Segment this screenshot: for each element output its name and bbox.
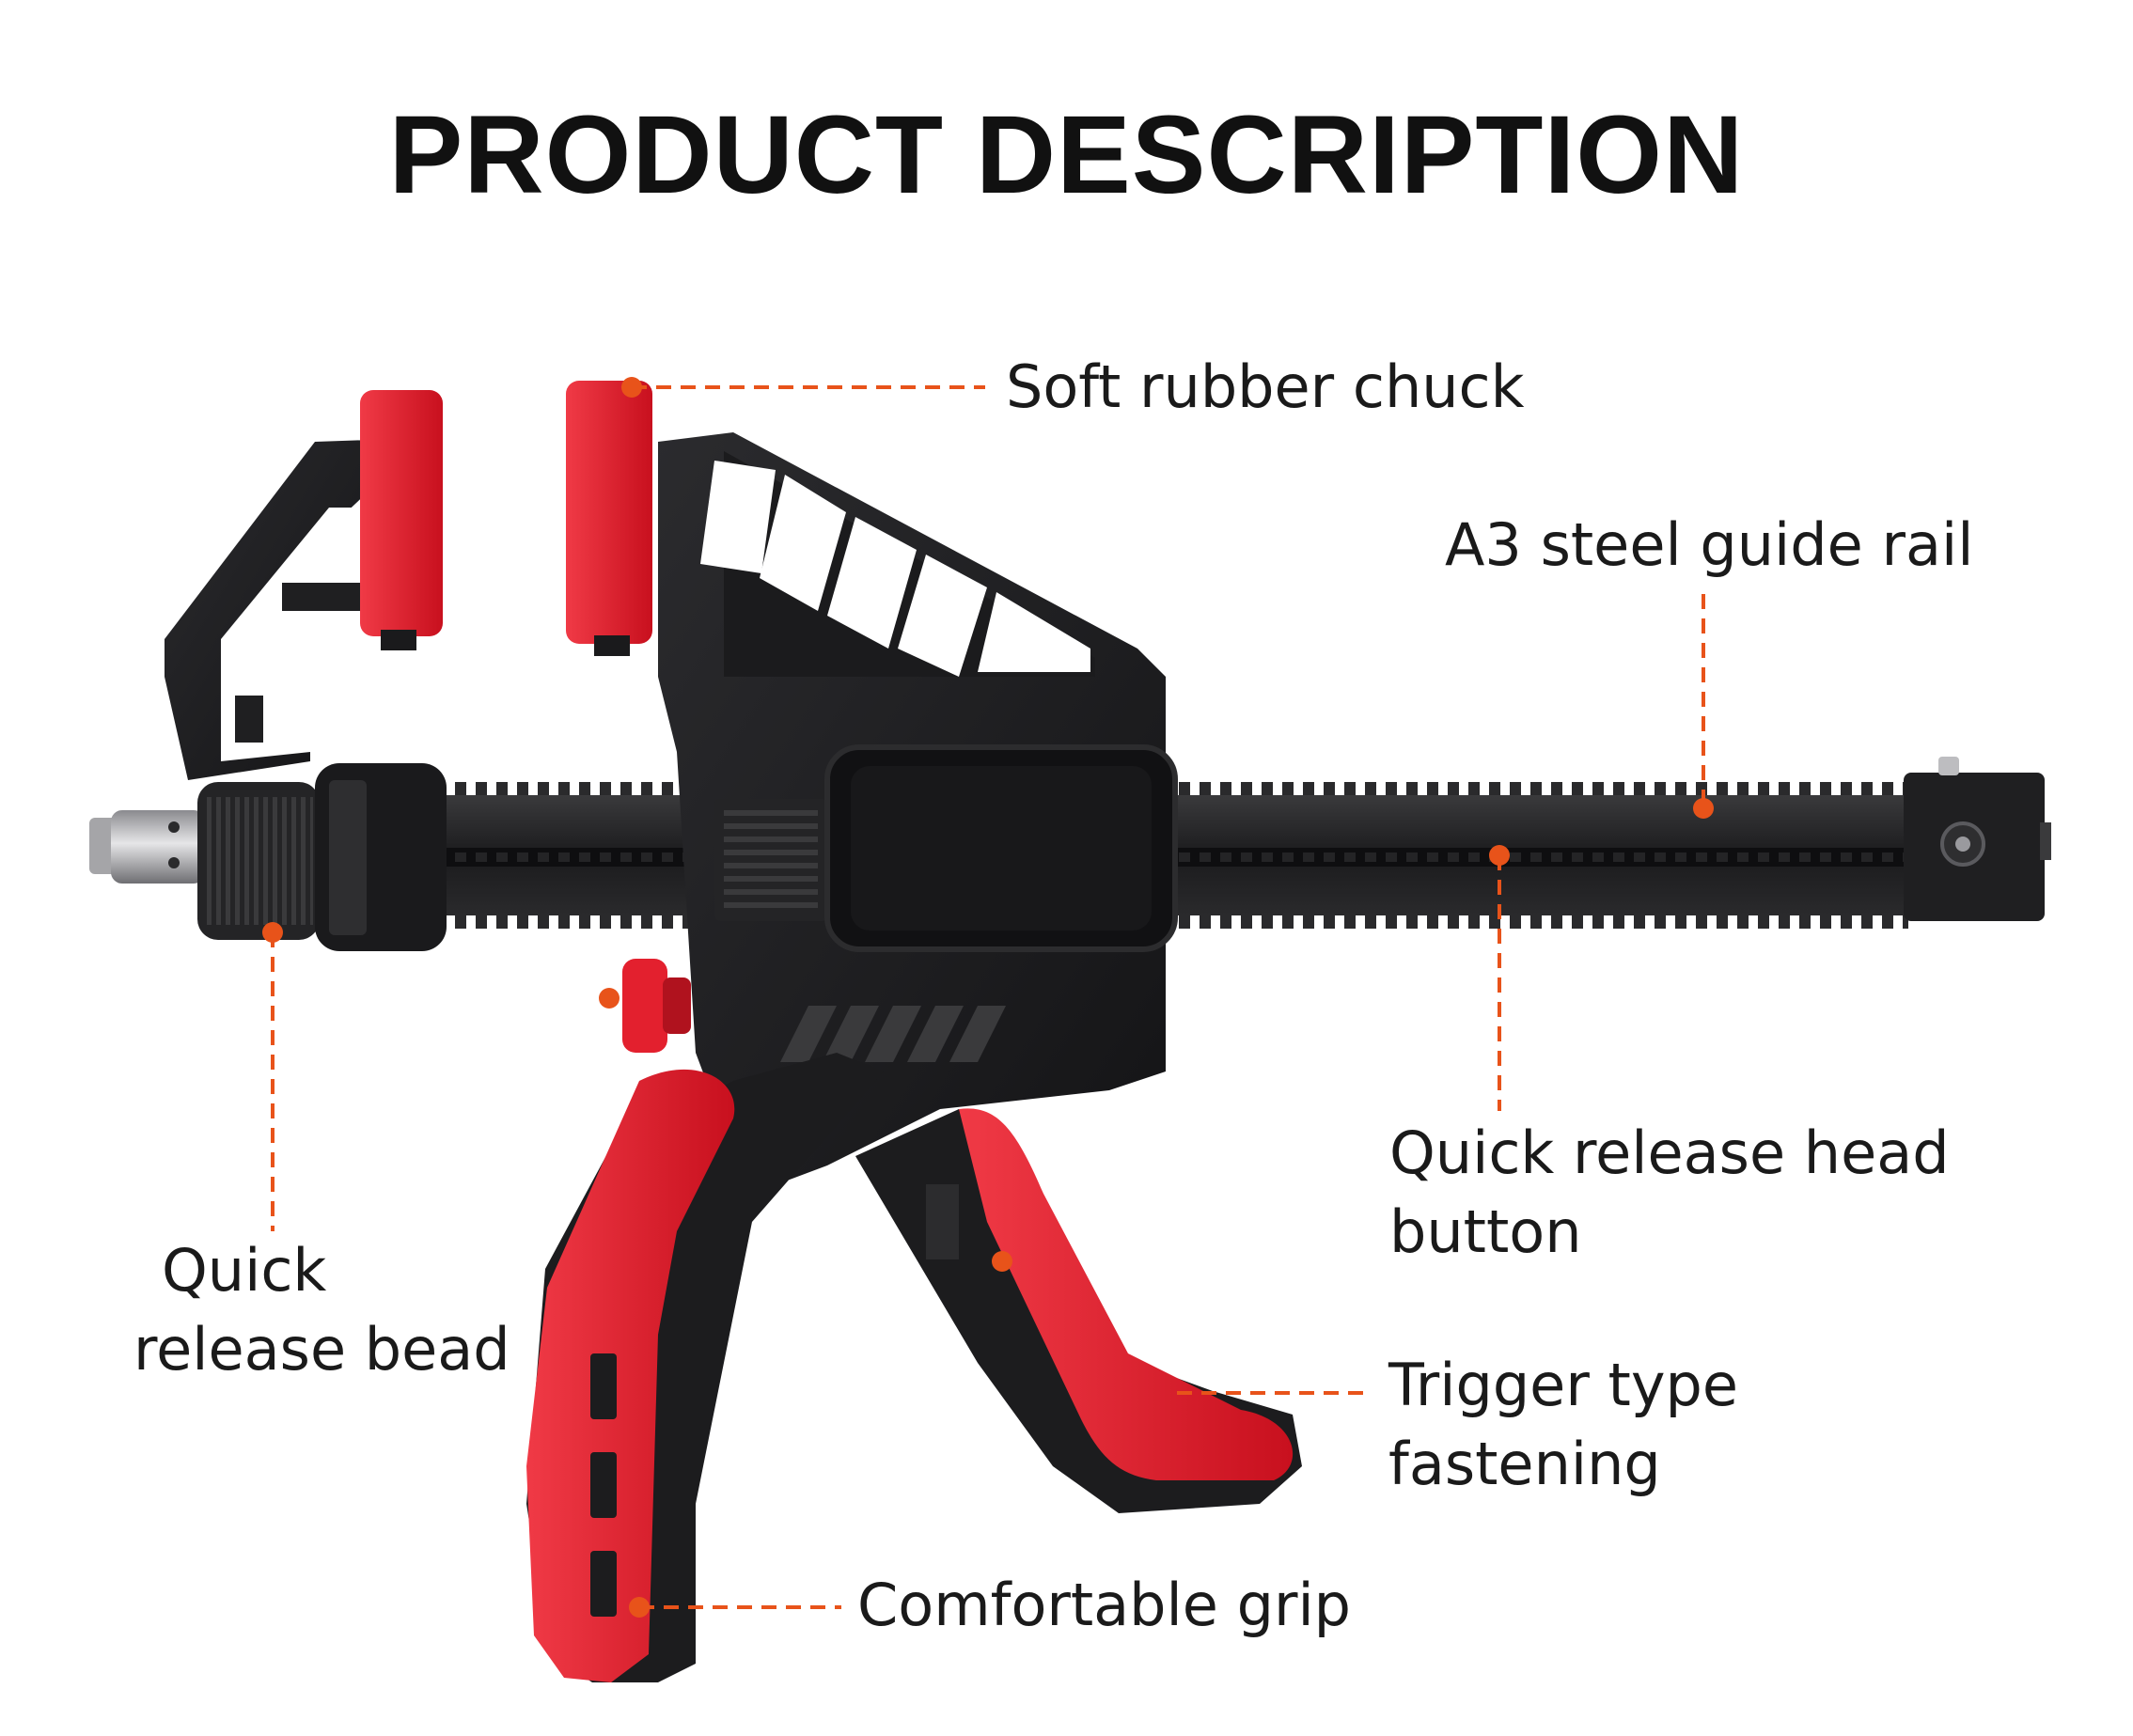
callout-release-bead-line2: release bead bbox=[133, 1315, 510, 1384]
callout-comfortable-grip: Comfortable grip bbox=[857, 1571, 1352, 1639]
callout-head-button-line2: button bbox=[1389, 1197, 1582, 1266]
page-title: PRODUCT DESCRIPTION bbox=[388, 93, 1745, 217]
head-release-knob bbox=[622, 959, 691, 1053]
quick-release-bead-assembly bbox=[89, 763, 447, 951]
callout-release-bead-line1: Quick bbox=[162, 1236, 327, 1305]
pistol-grip bbox=[526, 1053, 884, 1682]
callout-trigger-line1: Trigger type bbox=[1388, 1351, 1739, 1419]
leader-dots bbox=[262, 377, 1714, 1618]
trigger-lever bbox=[855, 1108, 1302, 1513]
clamp-body bbox=[658, 432, 1178, 1194]
right-rubber-pad bbox=[566, 381, 652, 656]
callout-release-bead: Quick release bead bbox=[133, 1231, 510, 1389]
fixed-jaw bbox=[165, 440, 371, 780]
rail-end-cap bbox=[1904, 757, 2051, 921]
callout-trigger: Trigger type fastening bbox=[1388, 1346, 1738, 1504]
callout-head-button: Quick release head button bbox=[1389, 1114, 1950, 1272]
left-rubber-pad bbox=[360, 390, 443, 650]
leader-lines bbox=[271, 385, 1705, 1609]
callout-head-button-line1: Quick release head bbox=[1389, 1118, 1950, 1187]
callout-soft-rubber-chuck: Soft rubber chuck bbox=[1006, 352, 1525, 421]
callout-guide-rail: A3 steel guide rail bbox=[1445, 510, 1974, 579]
callout-trigger-line2: fastening bbox=[1388, 1430, 1661, 1498]
